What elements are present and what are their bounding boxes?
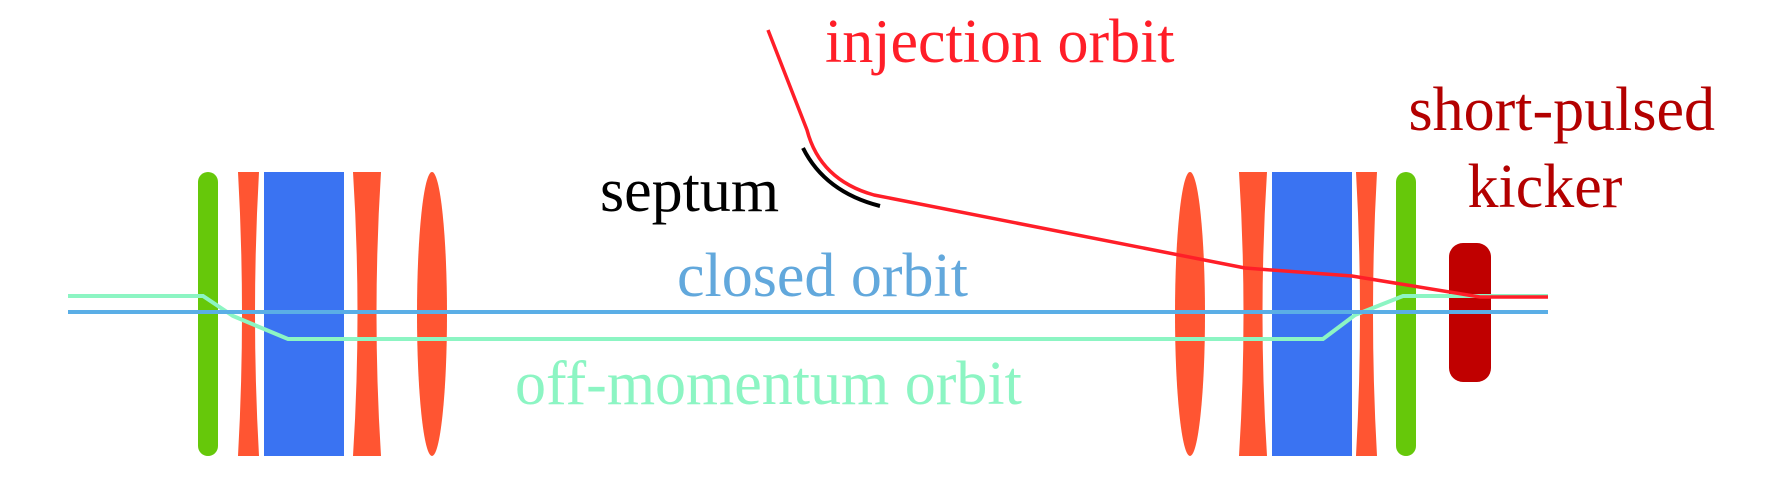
off-momentum-orbit-line bbox=[68, 294, 1548, 341]
closed-orbit-label: closed orbit bbox=[677, 242, 968, 310]
kicker-label-line1: short-pulsed bbox=[1408, 76, 1715, 144]
septum-magnet bbox=[801, 147, 881, 208]
septum-label: septum bbox=[600, 157, 779, 225]
injection-orbit-label: injection orbit bbox=[825, 8, 1175, 76]
left-magnet-group bbox=[198, 172, 447, 456]
off-momentum-orbit-label: off-momentum orbit bbox=[515, 350, 1022, 418]
kicker-label-line2: kicker bbox=[1468, 153, 1623, 221]
injection-orbit-line bbox=[766, 29, 1548, 299]
